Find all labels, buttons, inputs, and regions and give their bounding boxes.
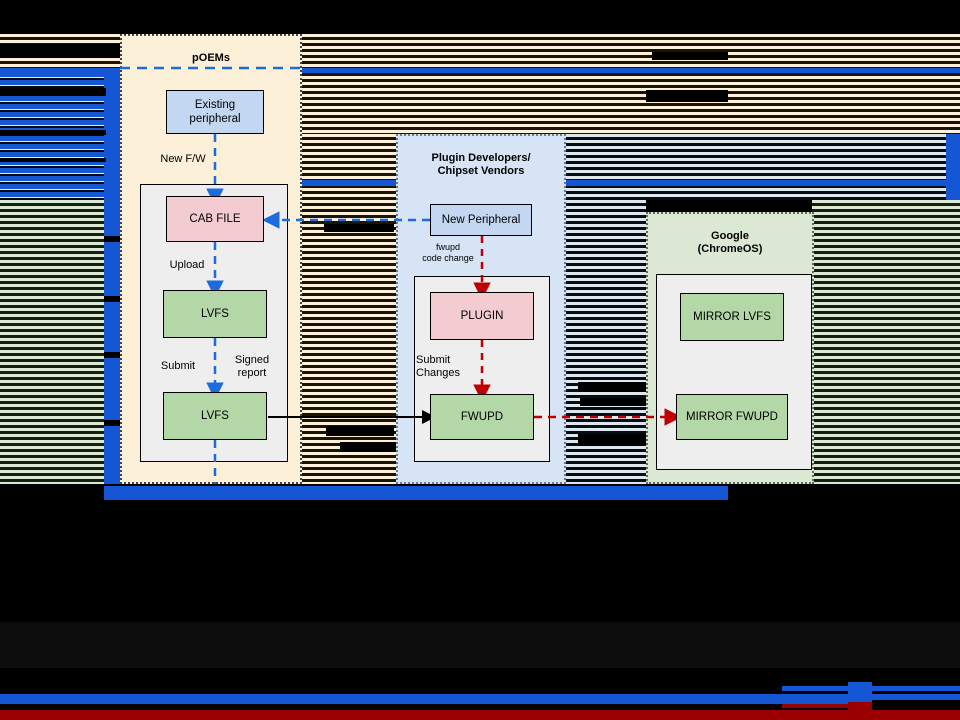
node-lvfs-upload[interactable]: LVFS	[163, 290, 267, 338]
glitch-band-left-blue	[0, 72, 120, 200]
glitch-line-blue-6	[0, 694, 960, 704]
glitch-bar-g	[104, 206, 120, 214]
node-lvfs-submit[interactable]: LVFS	[163, 392, 267, 440]
glitch-bar-f	[104, 200, 120, 490]
glitch-bar-r	[580, 398, 646, 406]
glitch-bar-e	[0, 158, 106, 162]
glitch-bar-j	[104, 352, 120, 358]
glitch-bar-b	[104, 72, 120, 200]
label-submit-changes: Submit Changes	[416, 354, 461, 379]
glitch-band-left-cream	[0, 34, 120, 74]
node-mirror-fwupd[interactable]: MIRROR FWUPD	[676, 394, 788, 440]
pool-google-title: Google (ChromeOS)	[697, 230, 763, 255]
glitch-bar-t	[946, 134, 960, 200]
label-new-fw: New F/W	[160, 153, 206, 165]
glitch-bar-v	[848, 702, 872, 720]
glitch-field-cream-right	[728, 34, 960, 134]
node-mirror-lvfs[interactable]: MIRROR LVFS	[680, 293, 784, 341]
glitch-field-navy	[566, 134, 646, 486]
glitch-field-navy-right	[646, 134, 960, 200]
node-fwupd-test-framework[interactable]: FWUPD test framework	[656, 574, 800, 616]
glitch-bar-l	[652, 52, 728, 60]
glitch-line-blue-5	[782, 686, 960, 691]
node-existing-peripheral[interactable]: Existing peripheral	[166, 90, 264, 134]
glitch-field-cream-top	[300, 34, 728, 134]
glitch-line-blue-4	[104, 494, 728, 500]
glitch-line-blue-3	[104, 486, 728, 494]
glitch-line-red-2	[0, 710, 960, 720]
label-signed-report: Signed report	[234, 354, 270, 379]
glitch-bar-d	[0, 130, 106, 135]
glitch-bar-w	[872, 700, 960, 708]
glitch-bar-n	[324, 224, 394, 232]
label-fwupd-code-change: fwupd code change	[422, 242, 474, 263]
glitch-bar-s	[578, 434, 646, 446]
glitch-band-top	[0, 0, 960, 34]
pool-plugin-title: Plugin Developers/ Chipset Vendors	[431, 152, 531, 177]
glitch-bar-k	[104, 420, 120, 426]
node-cab-file[interactable]: CAB FILE	[166, 196, 264, 242]
glitch-bar-a	[0, 44, 120, 58]
glitch-bar-q	[578, 382, 646, 392]
pool-poems-title: pOEMs	[192, 52, 230, 64]
glitch-field-green	[812, 200, 960, 486]
node-plugin[interactable]: PLUGIN	[430, 292, 534, 340]
node-fwupd[interactable]: FWUPD	[430, 394, 534, 440]
label-submit: Submit	[160, 360, 196, 372]
glitch-bar-h	[104, 236, 120, 242]
glitch-bar-c	[0, 88, 106, 96]
glitch-band-bottom	[0, 484, 960, 720]
glitch-line-red-1	[782, 704, 850, 708]
label-upload: Upload	[169, 259, 205, 271]
glitch-bar-m	[646, 90, 728, 102]
glitch-bar-u	[848, 682, 872, 700]
glitch-band-left-green	[0, 200, 120, 490]
glitch-band-neardark	[0, 622, 960, 668]
glitch-bar-p	[340, 442, 396, 452]
glitch-bar-o	[326, 426, 394, 436]
glitch-bar-i	[104, 296, 120, 302]
node-new-peripheral[interactable]: New Peripheral	[430, 204, 532, 236]
